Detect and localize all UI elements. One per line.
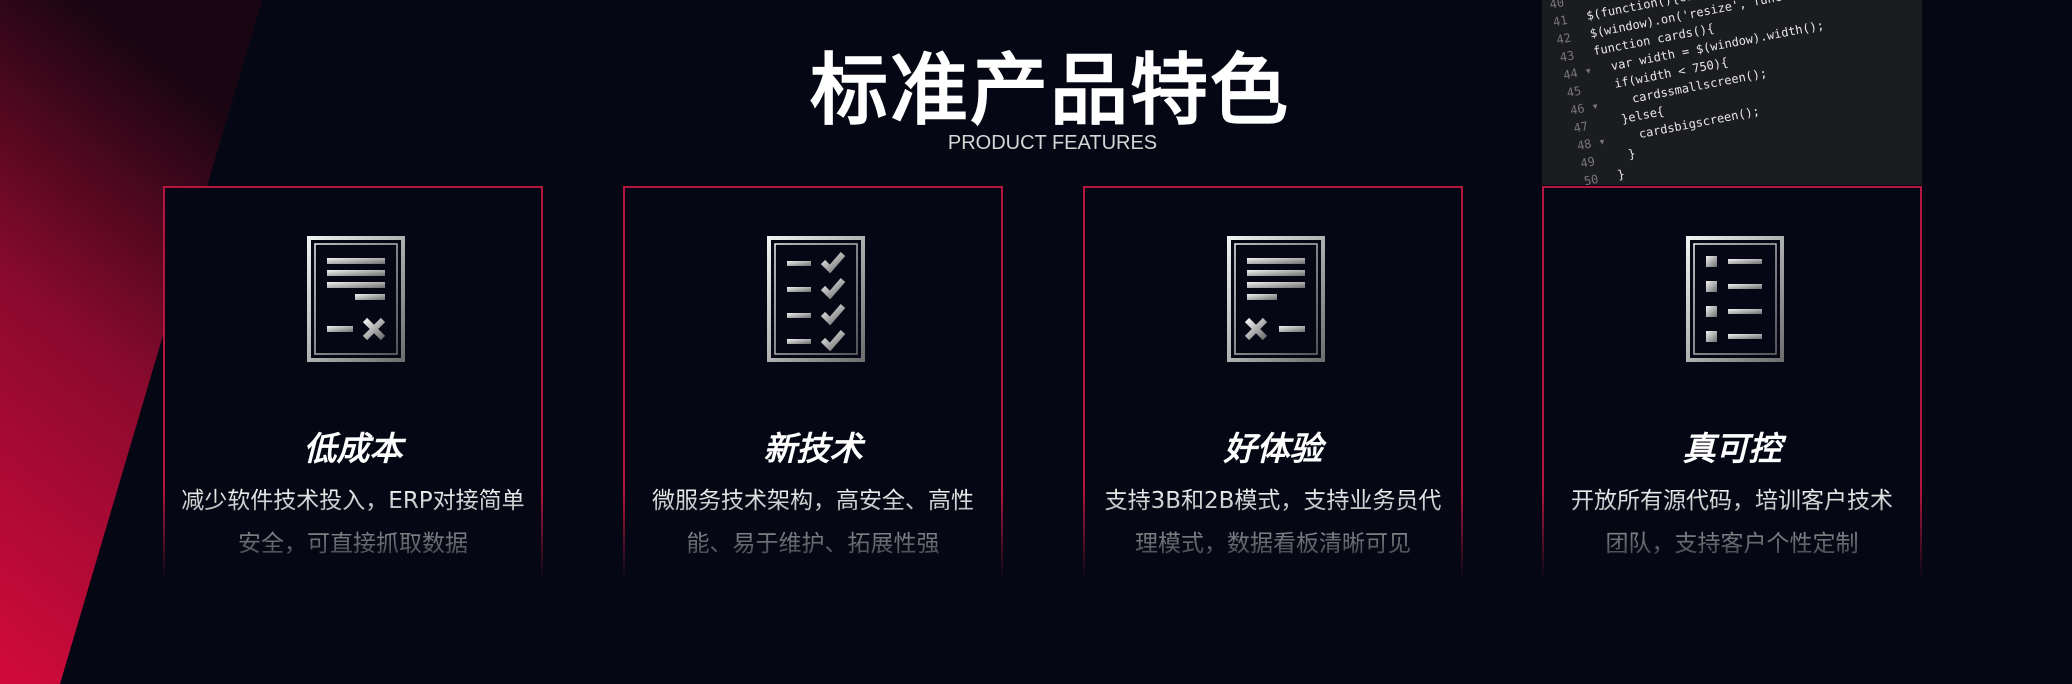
card-description: 开放所有源代码，培训客户技术团队，支持客户个性定制 bbox=[1571, 488, 1893, 557]
page-title: 标准产品特色 bbox=[809, 46, 1290, 136]
checklist-icon bbox=[767, 236, 865, 362]
card-description: 减少软件技术投入，ERP对接简单安全，可直接抓取数据 bbox=[181, 488, 525, 557]
card-description: 支持3B和2B模式，支持业务员代理模式，数据看板清晰可见 bbox=[1104, 488, 1442, 557]
code-screenshot-image: 4041$(function(){cards();});42$(window).… bbox=[1542, 0, 1922, 185]
feature-card-low-cost: 低成本 减少软件技术投入，ERP对接简单安全，可直接抓取数据 bbox=[163, 186, 543, 580]
code-line-text: } bbox=[1616, 166, 1626, 182]
card-title: 低成本 bbox=[303, 429, 403, 468]
feature-card-controllable: 真可控 开放所有源代码，培训客户技术团队，支持客户个性定制 bbox=[1542, 186, 1922, 580]
card-title: 真可控 bbox=[1682, 429, 1782, 468]
card-title: 新技术 bbox=[763, 429, 863, 468]
page-subtitle: PRODUCT FEATURES bbox=[947, 132, 1158, 154]
feature-card-good-experience: 好体验 支持3B和2B模式，支持业务员代理模式，数据看板清晰可见 bbox=[1083, 186, 1463, 580]
document-cross-icon bbox=[307, 236, 405, 362]
feature-card-new-tech: 新技术 微服务技术架构，高安全、高性能、易于维护、拓展性强 bbox=[623, 186, 1003, 580]
card-title: 好体验 bbox=[1223, 429, 1323, 468]
document-cross-icon bbox=[1227, 236, 1325, 362]
bullet-list-icon bbox=[1686, 236, 1784, 362]
card-description: 微服务技术架构，高安全、高性能、易于维护、拓展性强 bbox=[652, 488, 974, 557]
